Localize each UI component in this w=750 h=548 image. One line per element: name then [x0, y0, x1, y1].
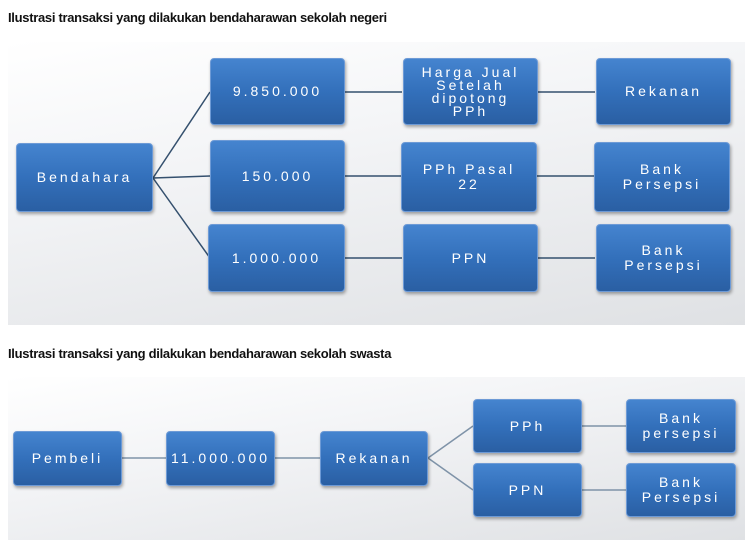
- node-dest: Bank Persepsi: [626, 463, 736, 517]
- node-rekanan: Rekanan: [320, 431, 428, 486]
- connector: [152, 91, 211, 179]
- node-item: PPh: [473, 399, 582, 453]
- node-amount: 150.000: [210, 140, 345, 212]
- node-amount: 9.850.000: [210, 58, 345, 125]
- title-swasta: Ilustrasi transaksi yang dilakukan benda…: [8, 346, 392, 361]
- title-negeri: Ilustrasi transaksi yang dilakukan benda…: [8, 10, 387, 25]
- connector: [427, 457, 474, 491]
- connector: [427, 425, 474, 459]
- node-item: PPN: [473, 463, 582, 517]
- node-item: Harga Jual Setelah dipotong PPh: [403, 58, 538, 125]
- node-item: PPh Pasal 22: [401, 142, 537, 212]
- node-bendahara: Bendahara: [16, 143, 153, 212]
- node-dest: Rekanan: [596, 58, 731, 125]
- connector: [152, 177, 211, 259]
- node-dest: Bank persepsi: [626, 399, 736, 453]
- node-dest: Bank Persepsi: [596, 224, 731, 292]
- node-pembeli: Pembeli: [13, 431, 122, 486]
- node-item: PPN: [403, 224, 538, 292]
- node-dest: Bank Persepsi: [594, 142, 730, 212]
- node-amount: 11.000.000: [166, 431, 275, 486]
- node-amount: 1.000.000: [208, 224, 345, 292]
- connector: [152, 175, 211, 179]
